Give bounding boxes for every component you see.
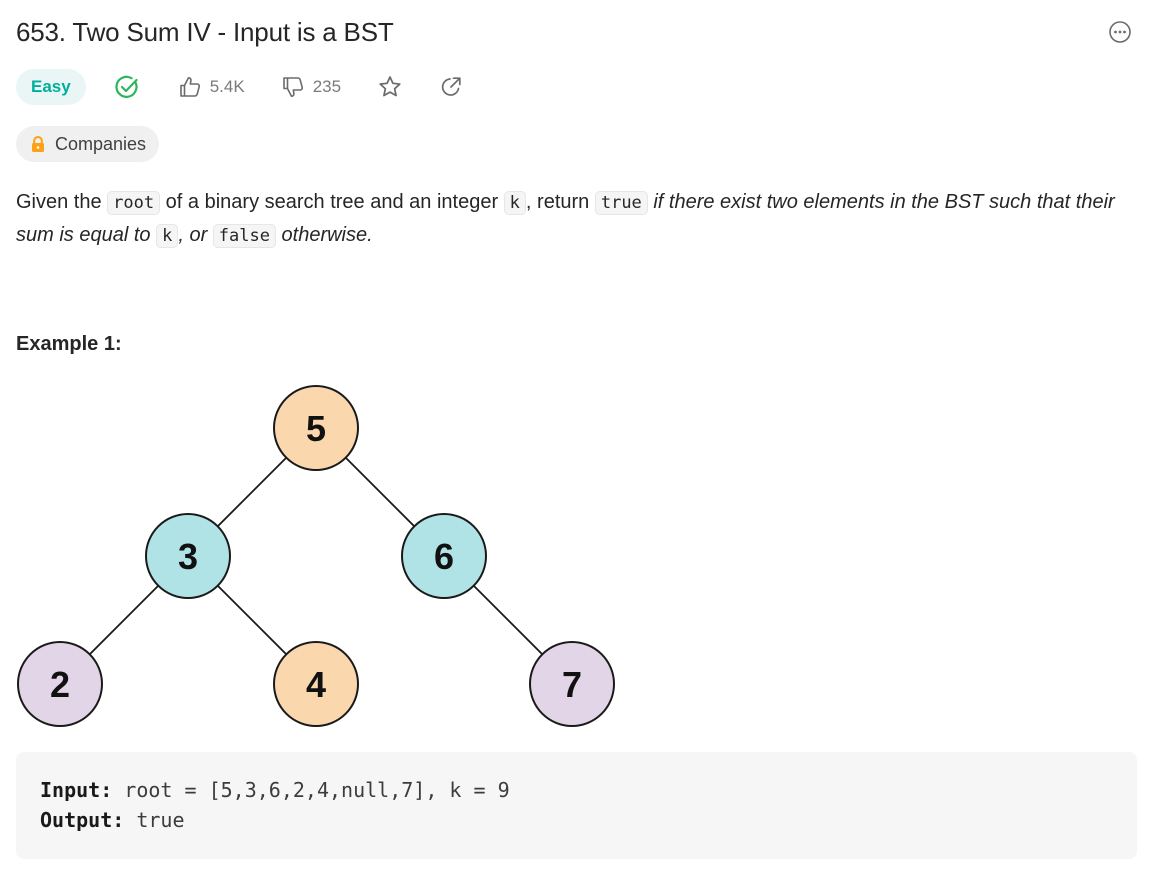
desc-text: of a binary search tree and an integer <box>160 191 504 213</box>
lock-icon <box>32 136 44 152</box>
tree-node-label: 2 <box>50 664 70 705</box>
desc-text: , return <box>525 191 595 213</box>
tree-node-label: 6 <box>434 536 454 577</box>
code-k: k <box>156 224 179 248</box>
problem-meta-row: Easy 5.4K 235 <box>16 69 463 105</box>
code-root: root <box>107 191 161 215</box>
tree-node-circle <box>17 641 103 727</box>
problem-description: Given the root of a binary search tree a… <box>16 186 1136 252</box>
tree-node: 4 <box>273 641 359 727</box>
desc-text: Given the <box>16 191 108 213</box>
share-button[interactable] <box>439 75 463 99</box>
companies-label: Companies <box>55 133 147 154</box>
desc-italic-text: otherwise. <box>275 224 373 246</box>
example-heading: Example 1: <box>16 333 122 355</box>
tree-node-label: 3 <box>178 536 198 577</box>
tree-node: 6 <box>401 513 487 599</box>
share-icon <box>441 77 461 96</box>
example-output-line: Output: true <box>40 808 185 832</box>
output-label: Output: <box>40 808 125 832</box>
dislike-count: 235 <box>312 77 342 96</box>
code-true: true <box>594 191 648 215</box>
tree-node-circle <box>401 513 487 599</box>
thumbs-down-icon <box>282 77 303 97</box>
desc-italic-text: , or <box>178 224 213 246</box>
desc-italic-text: if there exist two elements in the BST s… <box>16 191 1115 246</box>
code-false: false <box>212 224 276 248</box>
input-label: Input: <box>40 778 113 802</box>
bst-diagram: 5 3 6 2 4 7 <box>17 385 615 727</box>
companies-tag[interactable]: Companies <box>16 126 160 162</box>
tree-node: 3 <box>145 513 231 599</box>
tree-node-circle <box>145 513 231 599</box>
output-value: true <box>124 808 185 832</box>
tree-node: 7 <box>529 641 615 727</box>
tree-node-label: 4 <box>306 664 326 705</box>
example-input-line: Input: root = [5,3,6,2,4,null,7], k = 9 <box>40 778 510 802</box>
tree-node-label: 5 <box>306 408 326 449</box>
example-io-block: Input: root = [5,3,6,2,4,null,7], k = 9 … <box>16 752 1137 859</box>
problem-title: 653. Two Sum IV - Input is a BST <box>16 17 394 47</box>
favorite-button[interactable] <box>377 74 403 100</box>
tree-node-circle <box>529 641 615 727</box>
like-count: 5.4K <box>209 77 245 96</box>
star-icon <box>379 76 401 97</box>
thumbs-up-icon <box>179 77 200 97</box>
solved-indicator <box>114 74 140 100</box>
dislike-button[interactable]: 235 <box>281 75 341 99</box>
like-button[interactable]: 5.4K <box>178 75 245 99</box>
solved-check-icon <box>115 75 138 98</box>
code-k: k <box>503 191 526 215</box>
tree-node: 2 <box>17 641 103 727</box>
tree-node-label: 7 <box>562 664 582 705</box>
tree-node-circle <box>273 641 359 727</box>
tree-node-circle <box>273 385 359 471</box>
difficulty-badge: Easy <box>16 69 86 105</box>
tree-node: 5 <box>273 385 359 471</box>
more-options-icon <box>1109 21 1131 43</box>
more-options-button[interactable] <box>1106 18 1134 46</box>
input-value: root = [5,3,6,2,4,null,7], k = 9 <box>112 778 510 802</box>
